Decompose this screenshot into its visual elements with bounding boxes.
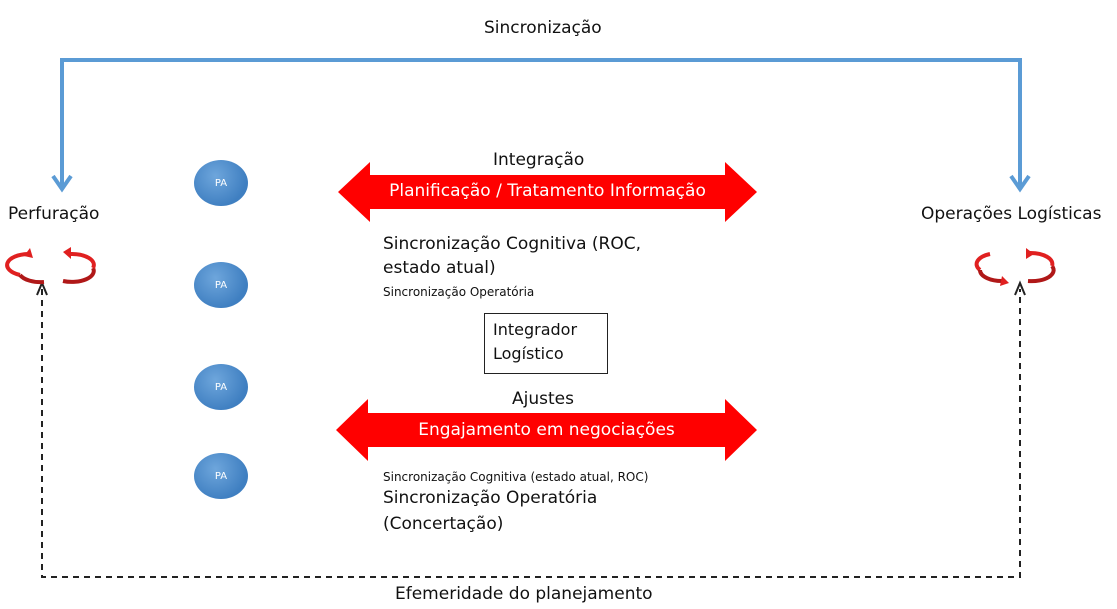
adjustments-double-arrow: [336, 399, 757, 461]
pa-node: PA: [194, 160, 248, 206]
dashed-connector-line: [41, 289, 1021, 578]
cycle-icon: [5, 247, 96, 285]
integration-double-arrow: [338, 162, 757, 222]
sync-connector-line: [60, 58, 1022, 188]
integration-arrow-text: Planificação / Tratamento Informação: [389, 181, 706, 201]
operational-sync-bottom-line1: Sincronização Operatória: [383, 488, 598, 508]
cognitive-sync-top-line1: Sincronização Cognitiva (ROC,: [383, 234, 641, 254]
cognitive-sync-bottom-small: Sincronização Cognitiva (estado atual, R…: [383, 470, 649, 484]
sync-arrowhead-right: [1009, 174, 1031, 193]
sync-arrowhead-left: [51, 174, 73, 193]
synchronization-label: Sincronização: [484, 18, 602, 38]
pa-node: PA: [194, 262, 248, 308]
cognitive-sync-top-line2: estado atual): [383, 258, 496, 278]
dashed-arrowhead-right: [1014, 280, 1026, 296]
pa-node: PA: [194, 453, 248, 499]
integration-title: Integração: [493, 150, 585, 170]
cycle-icon: [974, 248, 1056, 286]
integrator-line2: Logístico: [493, 344, 564, 363]
operational-sync-top-small: Sincronização Operatória: [383, 285, 535, 299]
integrator-line1: Integrador: [493, 320, 578, 339]
left-node-label: Perfuração: [8, 204, 100, 224]
pa-node: PA: [194, 364, 248, 410]
integrator-box: Integrador Logístico: [484, 313, 608, 374]
right-node-label: Operações Logísticas: [921, 204, 1102, 224]
ephemerality-label: Efemeridade do planejamento: [395, 584, 653, 604]
adjustments-arrow-text: Engajamento em negociações: [418, 420, 675, 440]
operational-sync-bottom-line2: (Concertação): [383, 514, 504, 534]
adjustments-title: Ajustes: [512, 389, 574, 409]
